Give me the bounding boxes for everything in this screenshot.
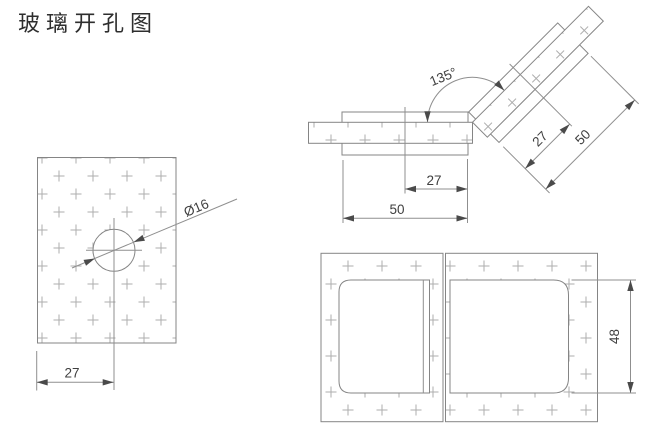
page-title: 玻璃开孔图 — [18, 11, 159, 36]
extension-line — [590, 55, 640, 105]
corner-a-width-label: 50 — [389, 202, 404, 217]
dim-arrow — [343, 215, 354, 222]
corner-glass-a — [308, 121, 473, 144]
front-view: Ø16 27 — [36, 157, 238, 391]
dim-arrow — [405, 185, 416, 193]
bottom-left-cutout — [338, 279, 430, 394]
dim-arrow — [36, 379, 48, 386]
corner-glass-b — [471, 5, 605, 138]
angle-label: 135° — [428, 65, 460, 89]
front-offset-label: 27 — [64, 366, 79, 381]
corner-view: 27 50 135° 27 50 — [308, 5, 640, 223]
dim-arrow — [627, 280, 634, 291]
dim-arrow — [456, 215, 468, 222]
bottom-right-cutout — [449, 279, 569, 394]
dim-arrow — [456, 185, 468, 193]
cutout-height-label: 48 — [607, 329, 622, 344]
extension-line — [502, 146, 550, 194]
dim-arrow — [102, 379, 114, 386]
bottom-view: 48 — [320, 252, 636, 423]
front-diameter-leader — [71, 198, 238, 269]
dim-arrow — [627, 382, 634, 393]
corner-angled-group: 27 50 — [467, 5, 640, 194]
corner-b-hole-centerline — [509, 63, 573, 127]
angle-arc — [427, 76, 505, 123]
corner-a-offset-label: 27 — [426, 173, 441, 188]
corner-b-width-dimension-line — [545, 99, 636, 190]
